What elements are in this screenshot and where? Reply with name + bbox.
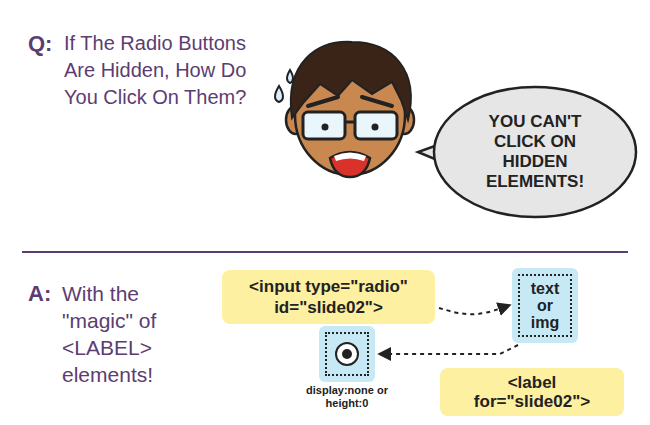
- eye: [372, 124, 379, 131]
- highlight-patch: text or img: [512, 268, 578, 343]
- teeth: [334, 153, 366, 162]
- glasses-bridge: [345, 121, 355, 124]
- eyebrows: [308, 97, 392, 106]
- sweat-drop: [287, 70, 293, 83]
- sweat-drop: [275, 86, 283, 102]
- bubble-outline: [434, 87, 636, 217]
- code-highlight: <label for="slide02">: [440, 368, 624, 416]
- highlight-patch: [319, 326, 375, 382]
- divider-line: [22, 251, 628, 253]
- dashed-arrow: [380, 345, 518, 354]
- code-text: <label for="slide02">: [452, 373, 612, 411]
- content-box: text or img: [512, 268, 578, 343]
- code-text: <input type="radio" id="slide02">: [236, 276, 421, 318]
- hair: [291, 42, 411, 120]
- style-note: display:none or height:0: [302, 384, 392, 410]
- mouth: [330, 152, 370, 177]
- eye: [322, 124, 329, 131]
- dashed-arrow: [439, 306, 509, 315]
- question-marker: Q:: [28, 30, 68, 57]
- question-text: If The Radio Buttons Are Hidden, How Do …: [64, 30, 269, 111]
- dotted-box: [325, 332, 369, 376]
- dotted-box: text or img: [518, 274, 572, 337]
- speech-bubble-node: YOU CAN'T CLICK ON HIDDEN ELEMENTS!: [432, 85, 638, 219]
- radio-box: display:none or height:0: [302, 326, 392, 410]
- code-highlight: <input type="radio" id="slide02">: [222, 270, 435, 324]
- radio-symbol: [327, 334, 367, 374]
- glasses-lens: [303, 112, 345, 139]
- box-text: text or img: [526, 280, 564, 331]
- bubble-text: YOU CAN'T CLICK ON HIDDEN ELEMENTS!: [474, 112, 596, 192]
- answer-text: With the "magic" of <LABEL> elements!: [62, 280, 190, 388]
- worried-face: [275, 42, 414, 177]
- glasses-lens: [355, 112, 397, 139]
